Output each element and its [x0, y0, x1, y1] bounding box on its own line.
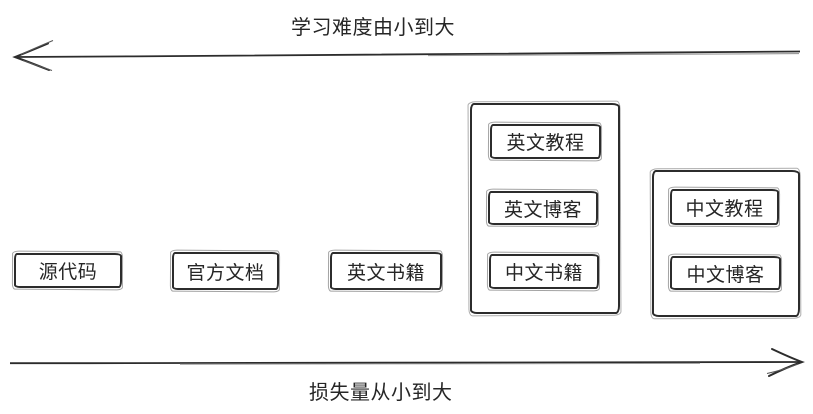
node-official-docs: 官方文档 [172, 252, 279, 290]
node-english-blogs: 英文博客 [488, 191, 598, 225]
top-axis-line-echo [427, 53, 800, 57]
node-english-tutorials: 英文教程 [490, 124, 601, 159]
bottom-axis-line [9, 361, 801, 365]
node-english-books: 英文书籍 [330, 252, 442, 290]
top-arrowhead-echo-lower [22, 60, 53, 71]
node-chinese-tutorials: 中文教程 [670, 189, 779, 225]
group-english-tutorials-blogs-chinese-books: 英文教程 英文博客 中文书籍 [470, 103, 620, 314]
group-chinese-tutorials-blogs: 中文教程 中文博客 [652, 170, 800, 317]
node-label: 中文书籍 [504, 263, 583, 284]
node-source-code: 源代码 [14, 253, 122, 288]
top-arrowhead-echo-upper [20, 40, 54, 55]
bottom-axis-line-echo [179, 362, 701, 365]
node-label: 英文教程 [506, 133, 585, 154]
node-chinese-blogs: 中文博客 [670, 256, 781, 290]
top-axis-label: 学习难度由小到大 [291, 17, 455, 39]
bottom-axis-label: 损失量从小到大 [309, 382, 453, 404]
node-label: 英文书籍 [346, 262, 425, 284]
node-label: 英文博客 [503, 199, 582, 221]
node-label: 中文教程 [685, 198, 764, 220]
node-label: 源代码 [38, 262, 98, 283]
node-label: 官方文档 [186, 262, 265, 284]
bottom-arrowhead-echo [766, 363, 799, 374]
node-label: 中文博客 [686, 264, 765, 286]
top-axis-line [15, 50, 801, 58]
bottom-arrowhead-right-icon [768, 348, 805, 377]
node-chinese-books: 中文书籍 [489, 254, 599, 289]
